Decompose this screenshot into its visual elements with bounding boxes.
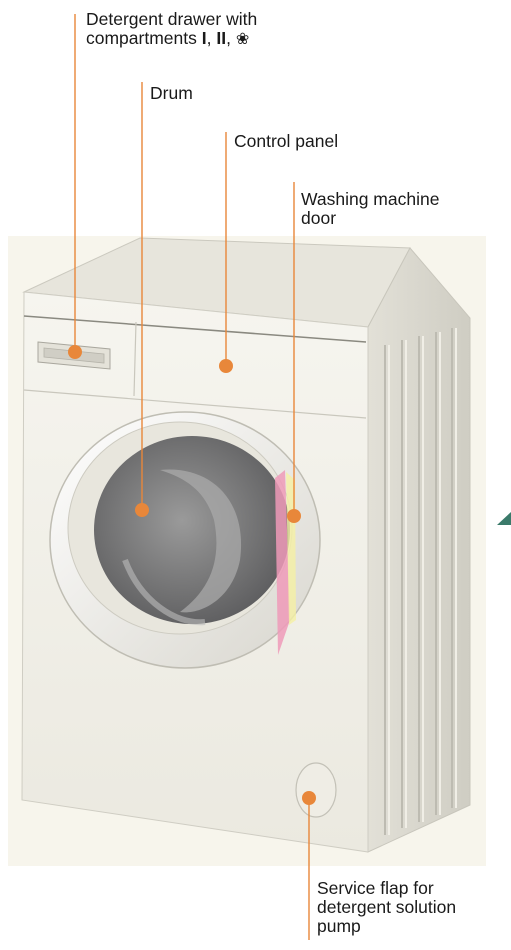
label-door: Washing machine door [301, 190, 439, 228]
label-drum: Drum [150, 84, 193, 103]
label-drum-text: Drum [150, 84, 193, 103]
label-service-flap-line3: pump [317, 917, 456, 936]
marker-door [287, 509, 301, 523]
label-service-flap-line1: Service flap for [317, 879, 456, 898]
marker-service-flap [302, 791, 316, 805]
label-door-line2: door [301, 209, 439, 228]
label-detergent-drawer-line1: Detergent drawer with [86, 10, 257, 29]
compartment-2: II [216, 28, 226, 48]
label-service-flap: Service flap for detergent solution pump [317, 879, 456, 936]
service-flap [296, 763, 336, 817]
softener-flower-icon: ❀ [236, 29, 249, 48]
label-control-panel: Control panel [234, 132, 338, 151]
label-detergent-drawer-line2: compartments I, II, ❀ [86, 29, 257, 48]
marker-drum [135, 503, 149, 517]
compartments-prefix: compartments [86, 28, 202, 48]
compartment-sep-2: , [226, 28, 236, 48]
washing-machine-door [50, 412, 320, 668]
marker-control-panel [219, 359, 233, 373]
marker-detergent-drawer [68, 345, 82, 359]
label-detergent-drawer: Detergent drawer with compartments I, II… [86, 10, 257, 48]
label-service-flap-line2: detergent solution [317, 898, 456, 917]
compartment-sep-1: , [207, 28, 217, 48]
label-door-line1: Washing machine [301, 190, 439, 209]
label-control-panel-text: Control panel [234, 132, 338, 151]
edge-mark [497, 512, 511, 525]
